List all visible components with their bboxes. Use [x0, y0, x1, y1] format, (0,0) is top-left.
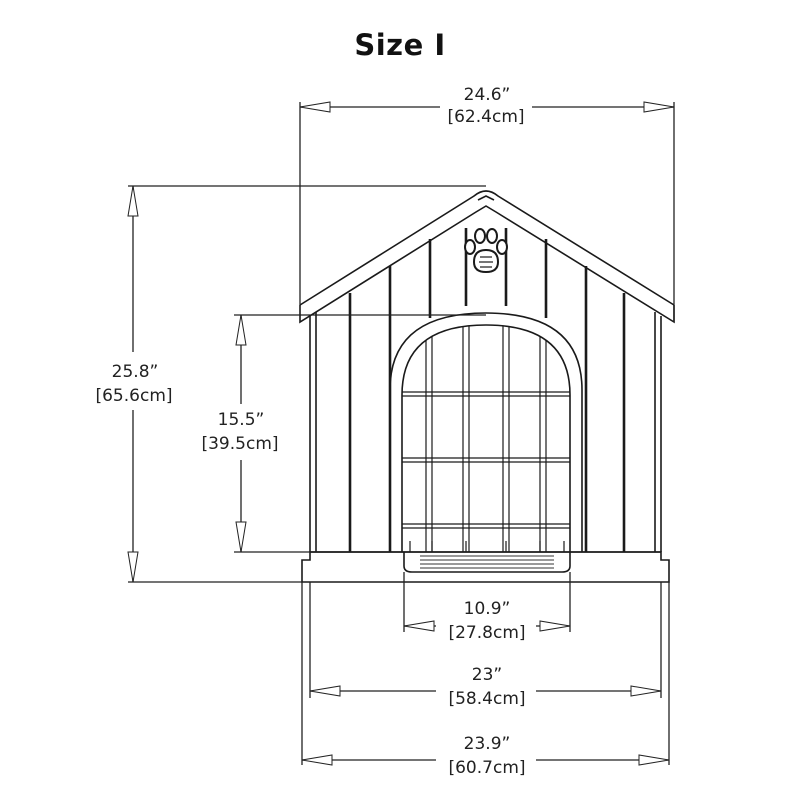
door-arch — [389, 312, 583, 552]
body-width-cm: [58.4cm] — [448, 689, 525, 709]
total-height-inches: 25.8” — [112, 362, 159, 382]
door-width-inches: 10.9” — [464, 599, 511, 619]
door-threshold — [403, 541, 571, 573]
wall-planks — [348, 228, 626, 552]
dimension-lines — [127, 101, 675, 766]
base-width-cm: [60.7cm] — [448, 758, 525, 778]
paw-print-icon — [464, 228, 508, 274]
door-height-cm: [39.5cm] — [201, 434, 278, 454]
dimension-labels: 24.6” [62.4cm] 25.8” [65.6cm] 15.5” [39.… — [95, 85, 525, 778]
dog-house-drawing — [299, 190, 675, 583]
door-height-inches: 15.5” — [218, 410, 265, 430]
body-width-inches: 23” — [472, 665, 502, 685]
roof-width-inches: 24.6” — [464, 85, 511, 105]
base-width-inches: 23.9” — [464, 734, 511, 754]
total-height-cm: [65.6cm] — [95, 386, 172, 406]
roof-width-cm: [62.4cm] — [447, 107, 524, 127]
diagram-title: Size I — [354, 28, 446, 62]
door-width-cm: [27.8cm] — [448, 623, 525, 643]
